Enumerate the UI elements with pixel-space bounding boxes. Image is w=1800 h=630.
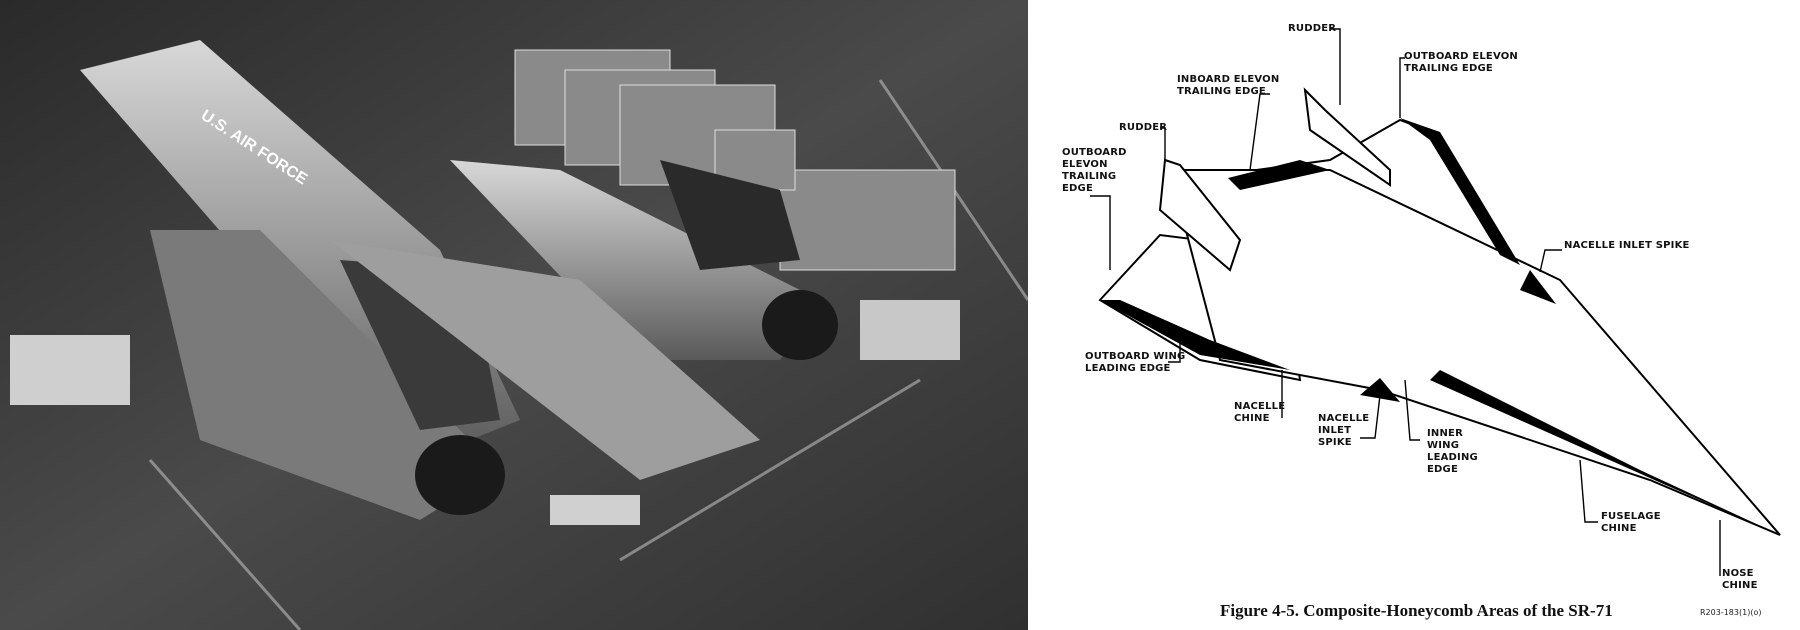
sr71-aircraft-rear	[80, 40, 520, 520]
label-fuselage-chine: FUSELAGE CHINE	[1601, 511, 1661, 534]
equipment-cart	[860, 300, 960, 360]
label-rudder-top: RUDDER	[1288, 23, 1337, 34]
rudder-right	[1303, 87, 1391, 187]
work-stand	[550, 495, 640, 525]
hangar-photo: U.S. AIR FORCE	[0, 0, 1028, 630]
figure-caption: Figure 4-5. Composite-Honeycomb Areas of…	[1220, 601, 1613, 620]
label-outboard-wing-le: OUTBOARD WING LEADING EDGE	[1085, 351, 1186, 374]
label-nacelle-spike-left: NACELLE INLET SPIKE	[1318, 413, 1370, 448]
sr71-aircraft-center	[330, 160, 838, 480]
label-inboard-elevon: INBOARD ELEVON TRAILING EDGE	[1177, 74, 1280, 97]
label-outboard-elevon-left: OUTBOARD ELEVON TRAILING EDGE	[1062, 147, 1127, 194]
sr71-honeycomb-diagram	[1090, 28, 1781, 576]
shelving-racks	[514, 49, 956, 271]
figure-code: R203-183(1)(o)	[1700, 608, 1762, 617]
label-nacelle-chine: NACELLE CHINE	[1234, 401, 1286, 424]
leader-lines	[1090, 28, 1721, 576]
label-nose-chine: NOSE CHINE	[1722, 568, 1758, 591]
label-nacelle-spike-right: NACELLE INLET SPIKE	[1564, 240, 1690, 251]
equipment-cart	[10, 335, 130, 405]
label-rudder-left: RUDDER	[1119, 122, 1168, 133]
fuselage	[1168, 169, 1781, 536]
honeycomb-areas	[1100, 118, 1780, 535]
rudder-left	[1158, 158, 1242, 272]
label-outboard-elevon-right: OUTBOARD ELEVON TRAILING EDGE	[1404, 51, 1518, 74]
label-inner-wing-le: INNER WING LEADING EDGE	[1427, 428, 1478, 475]
